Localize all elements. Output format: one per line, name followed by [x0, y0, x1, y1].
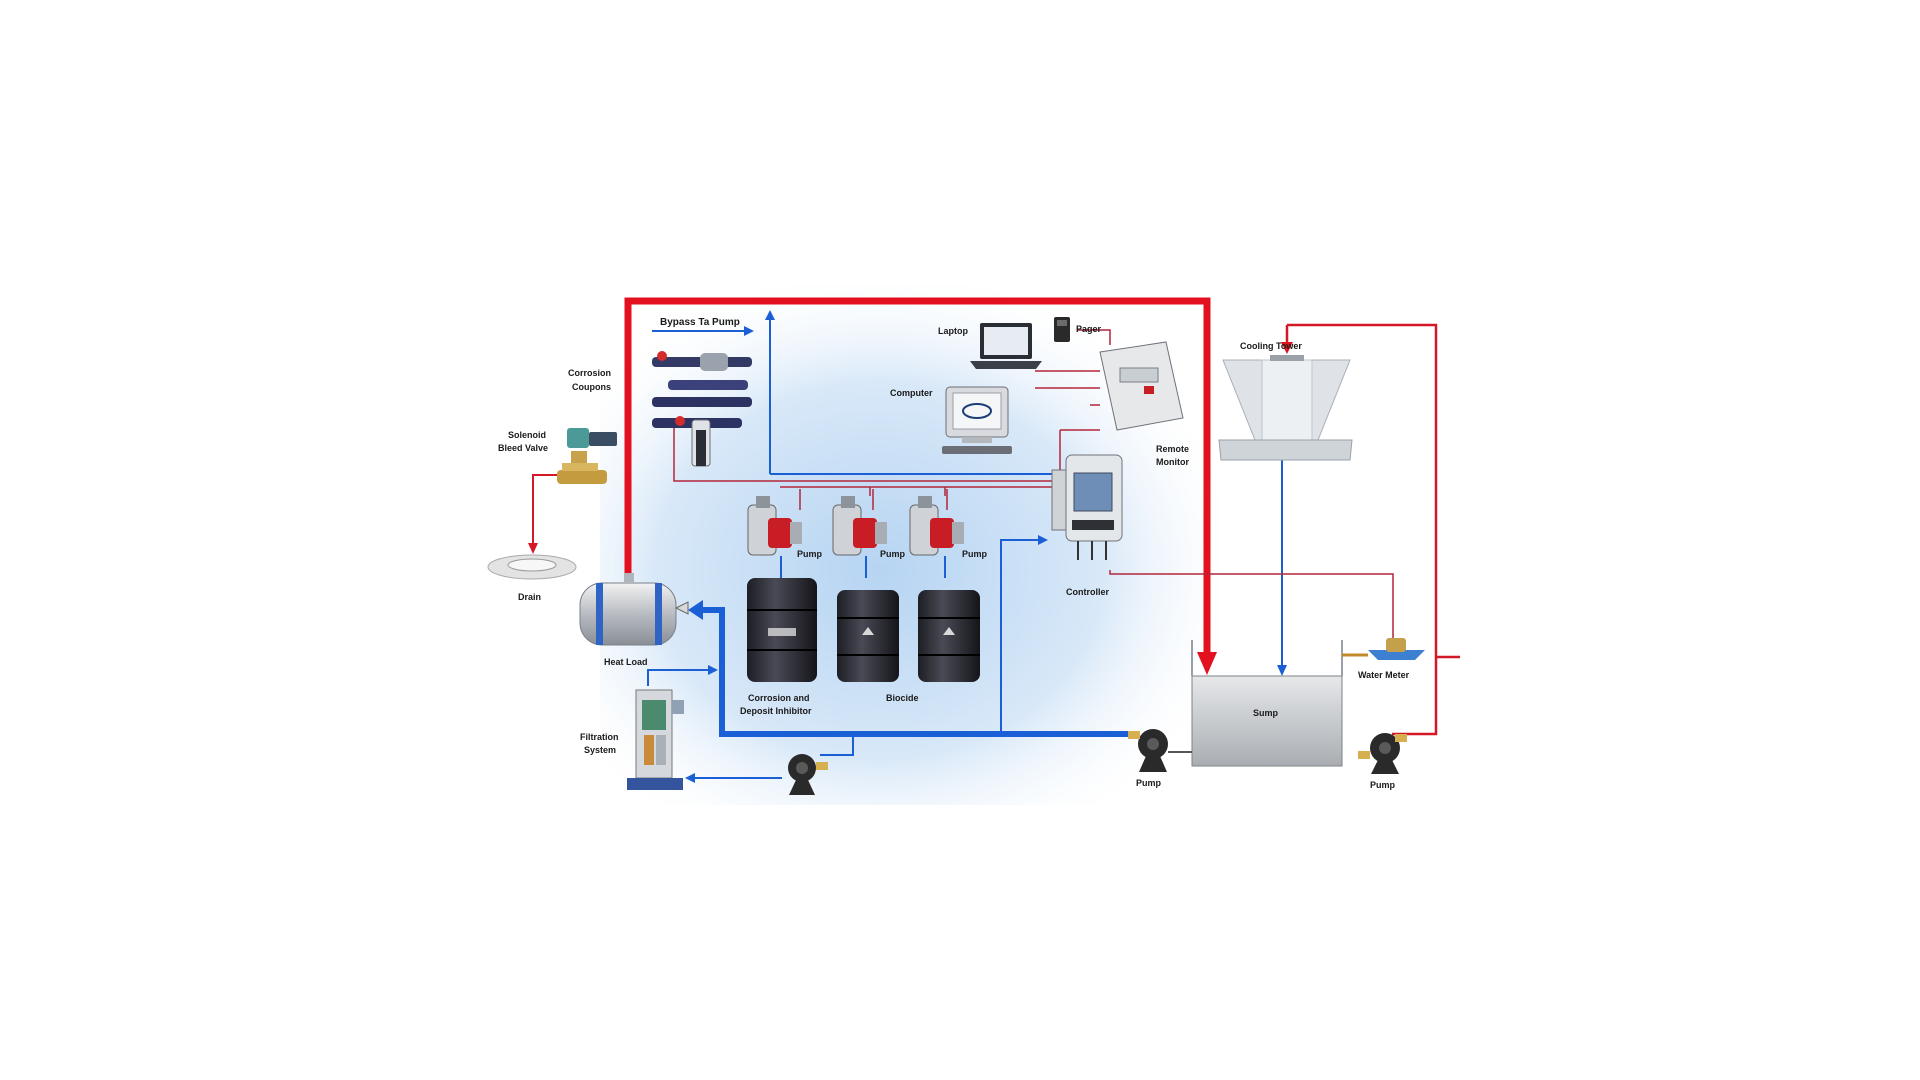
- cooling-tower: [1218, 355, 1353, 461]
- pump-2-label: Pump: [880, 549, 906, 559]
- remote-monitor: [1099, 341, 1184, 431]
- laptop-icon: [970, 323, 1042, 369]
- solenoid-drain-line: [532, 474, 570, 545]
- tower-return-line: [1285, 323, 1460, 736]
- heat-load-label: Heat Load: [604, 657, 648, 667]
- tower-pump-label: Pump: [1370, 780, 1396, 790]
- bypass-up-arrow: [765, 310, 775, 320]
- drums-right-label: Biocide: [886, 693, 919, 703]
- corrosion-coupon-rack: [652, 351, 752, 467]
- sump-pump-label: Pump: [1136, 778, 1162, 788]
- solenoid-valve: [557, 428, 617, 484]
- sump-label: Sump: [1253, 708, 1279, 718]
- corrosion-coupons-label-1: Corrosion: [568, 368, 611, 378]
- pump-1-label: Pump: [797, 549, 823, 559]
- bypass-feeder-label: Bypass Ta Pump: [660, 317, 740, 328]
- controller-arrow: [1038, 535, 1048, 545]
- sump-tank: [1191, 640, 1343, 767]
- controller-label: Controller: [1066, 587, 1109, 597]
- filtration-system: [627, 689, 684, 790]
- solenoid-valve-label-1: Solenoid: [508, 430, 546, 440]
- supply-line: [624, 297, 1211, 655]
- bypass-arrow: [744, 326, 754, 336]
- dosing-pump-3: [909, 496, 964, 556]
- heat-load-tank: [579, 573, 689, 646]
- drain-label: Drain: [518, 592, 541, 602]
- signal-lines: [673, 329, 1394, 650]
- drums-left-label-2: Deposit Inhibitor: [740, 706, 812, 716]
- dosing-pump-1: [747, 496, 802, 556]
- remote-monitor-label-2: Monitor: [1156, 457, 1189, 467]
- cooling-tower-label: Cooling Tower: [1240, 341, 1302, 351]
- pager-icon: [1054, 317, 1070, 342]
- computer-label: Computer: [890, 388, 933, 398]
- remote-monitor-label-1: Remote: [1156, 444, 1189, 454]
- heat-load-arrow: [688, 600, 703, 620]
- water-meter-label: Water Meter: [1358, 670, 1410, 680]
- tower-pump: [1358, 733, 1407, 774]
- filtration-arrow-1: [708, 665, 718, 675]
- filtration-pump: [788, 754, 828, 795]
- blue-thin-lines: [647, 318, 1283, 779]
- controller: [1051, 454, 1123, 560]
- return-line: [700, 607, 1128, 737]
- drum-corrosion-inhibitor: [747, 578, 817, 682]
- drain-arrow: [528, 543, 538, 554]
- corrosion-coupons-label-2: Coupons: [572, 382, 611, 392]
- sump-pump: [1128, 729, 1192, 772]
- pump-3-label: Pump: [962, 549, 988, 559]
- pager-label: Pager: [1076, 324, 1102, 334]
- water-meter: [1342, 638, 1425, 660]
- pump-feed-lines: [780, 556, 946, 578]
- filtration-label-1: Filtration: [580, 732, 619, 742]
- drain-icon: [487, 554, 577, 580]
- dosing-pump-2: [832, 496, 887, 556]
- filtration-label-2: System: [584, 745, 616, 755]
- filtration-arrow-2: [685, 773, 695, 783]
- solenoid-valve-label-2: Bleed Valve: [498, 443, 548, 453]
- drum-biocide-2: [918, 590, 980, 682]
- drums-left-label-1: Corrosion and: [748, 693, 810, 703]
- sump-inlet-arrow: [1277, 665, 1287, 676]
- laptop-label: Laptop: [938, 326, 968, 336]
- supply-arrow-head: [1197, 652, 1217, 675]
- computer-icon: [942, 386, 1012, 454]
- drum-biocide-1: [837, 590, 899, 682]
- tower-inlet-arrow: [1281, 342, 1293, 354]
